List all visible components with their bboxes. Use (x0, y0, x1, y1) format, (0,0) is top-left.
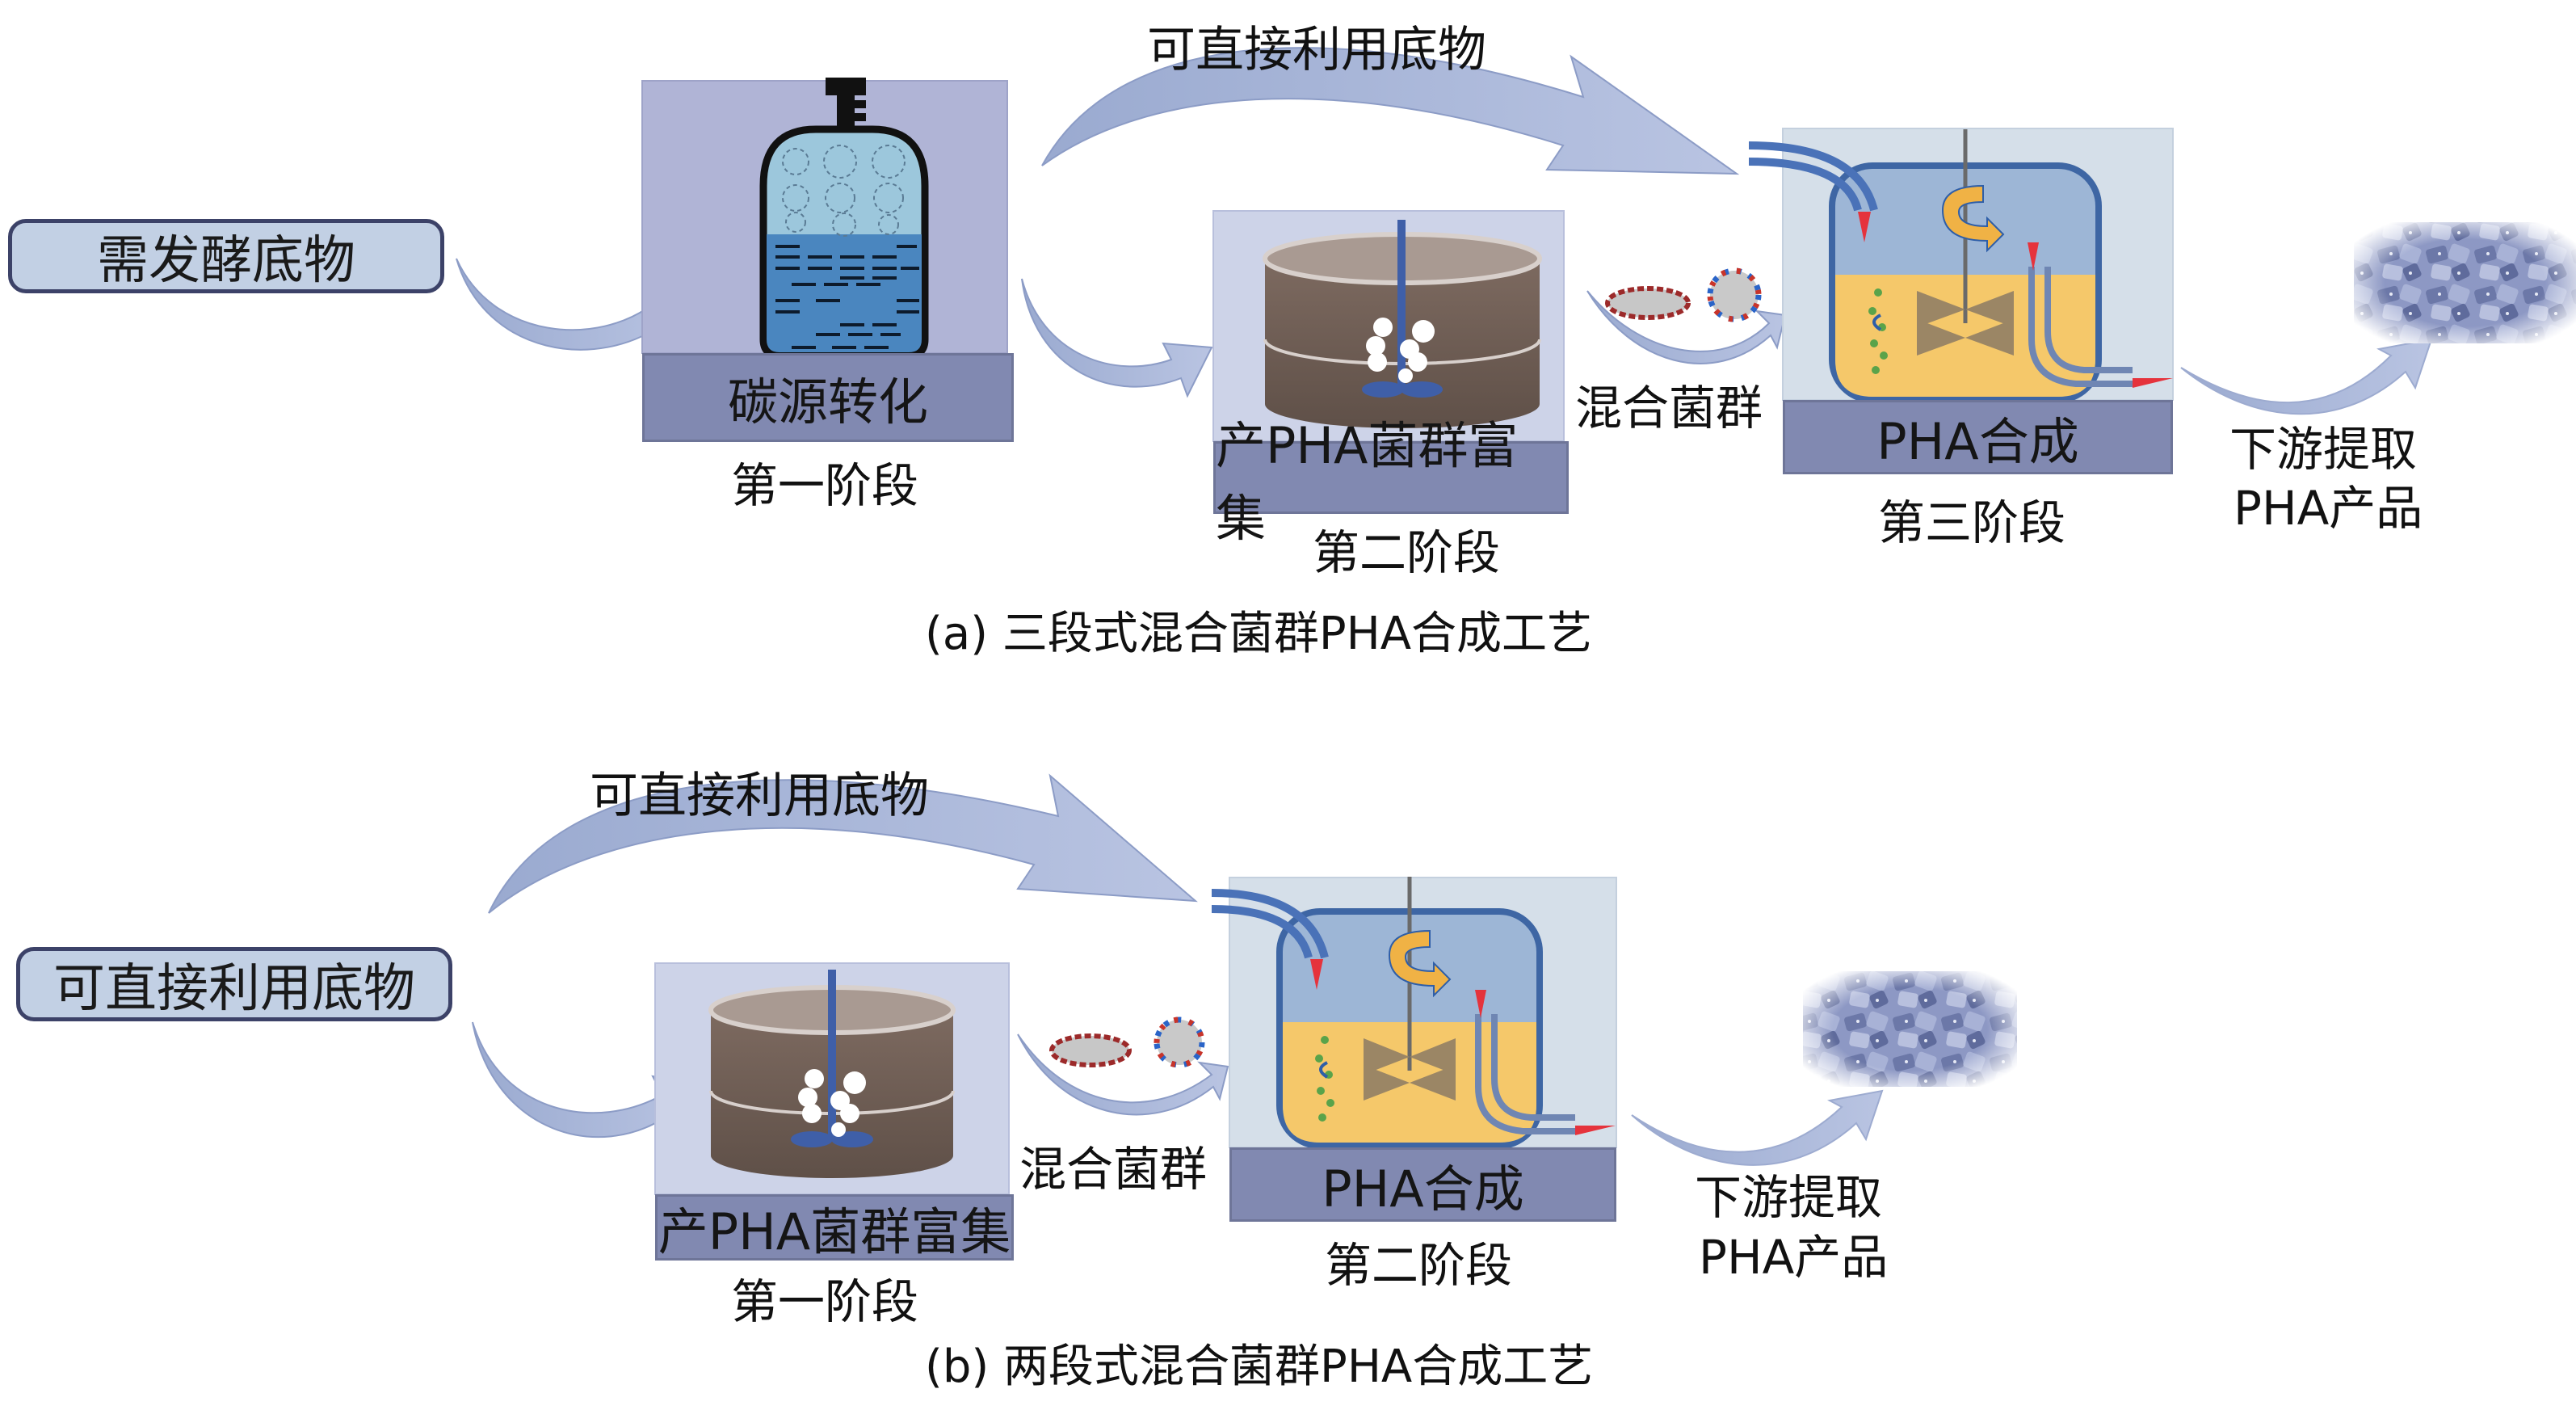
stage2-base-label-a: 产PHA菌群富集 (1216, 416, 1519, 548)
stage3-base-a: PHA合成 (1783, 400, 2173, 474)
downstream-label-line2-a: PHA产品 (2234, 481, 2423, 536)
input-substrate-box-b: 可直接利用底物 (16, 947, 452, 1021)
caption-a: (a) 三段式混合菌群PHA合成工艺 (925, 608, 1592, 660)
stage2-label-b: 第二阶段 (1325, 1238, 1513, 1293)
input-substrate-label-b: 可直接利用底物 (53, 959, 415, 1019)
bypass-arrow-b (488, 773, 1198, 914)
stage2-base-a: 产PHA菌群富集 (1213, 416, 1569, 548)
fermentation-bottle-icon (759, 78, 929, 360)
stage1-base-label-b: 产PHA菌群富集 (658, 1202, 1011, 1261)
stage2-label-a: 第二阶段 (1313, 525, 1501, 580)
stage2-base-b: PHA合成 (1229, 1147, 1616, 1222)
stage1-label-a: 第一阶段 (731, 458, 919, 513)
stage1-base-a: 碳源转化 (642, 353, 1014, 442)
stage3-base-label-a: PHA合成 (1876, 412, 2079, 471)
stage1-base-label-a: 碳源转化 (727, 372, 928, 431)
stage2-base-label-b: PHA合成 (1322, 1160, 1524, 1218)
arrow-to-product-b (1631, 1089, 1884, 1166)
mixed-culture-label-b: 混合菌群 (1019, 1142, 1208, 1197)
synthesis-reactor-icon-b (1211, 877, 1616, 1149)
downstream-label-line2-b: PHA产品 (1699, 1230, 1889, 1285)
pha-pellets-image-a (2354, 222, 2576, 343)
arrow-mixed-culture-to-stage2-b (1017, 1033, 1229, 1116)
stage3-label-a: 第三阶段 (1878, 495, 2066, 550)
arrow-to-product-a (2180, 338, 2433, 415)
enrichment-tank-icon-b (708, 970, 956, 1178)
arrow-stage1-to-stage2-a (1021, 278, 1213, 398)
pha-pellets-image-b (1803, 971, 2017, 1087)
mixed-culture-microbe-icons-b (1049, 1016, 1205, 1068)
input-substrate-label-a: 需发酵底物 (97, 231, 355, 291)
stage1-label-b: 第一阶段 (731, 1274, 919, 1329)
bypass-arrow-label-a: 可直接利用底物 (1147, 22, 1486, 78)
enrichment-tank-icon (1263, 220, 1542, 428)
bypass-arrow-a (1041, 47, 1740, 175)
downstream-label-line1-b: 下游提取 (1695, 1170, 1883, 1225)
stage1-base-b: 产PHA菌群富集 (655, 1194, 1014, 1261)
synthesis-reactor-icon-a (1748, 129, 2173, 403)
mixed-culture-microbe-icons (1605, 267, 1762, 322)
input-substrate-box-a: 需发酵底物 (8, 219, 444, 293)
bypass-arrow-label-b: 可直接利用底物 (590, 768, 929, 824)
downstream-label-line1-a: 下游提取 (2229, 422, 2418, 477)
mixed-culture-label-a: 混合菌群 (1575, 381, 1763, 436)
caption-b: (b) 两段式混合菌群PHA合成工艺 (925, 1341, 1594, 1393)
